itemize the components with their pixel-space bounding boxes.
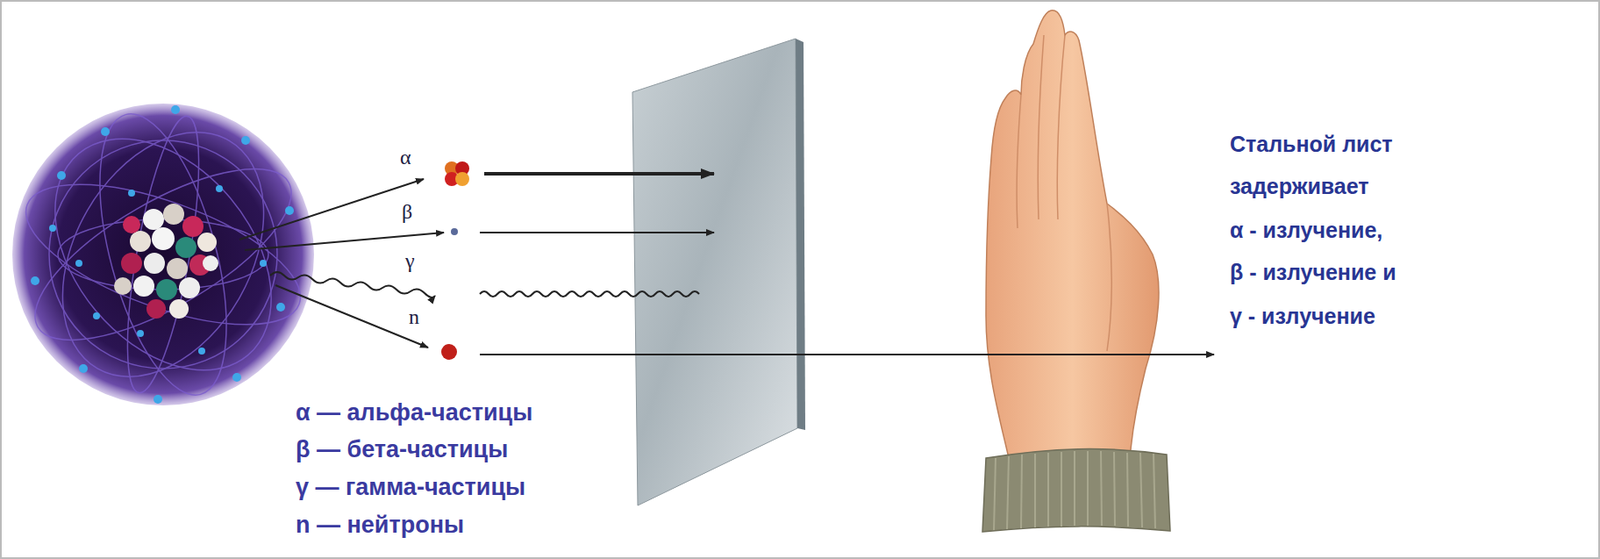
nucleus xyxy=(114,203,219,319)
neutron-ray xyxy=(479,353,1215,356)
legend-text: β — бета-частицы xyxy=(295,435,508,464)
particle-symbol: γ xyxy=(405,249,415,273)
hand xyxy=(985,10,1159,460)
particle-symbol: α xyxy=(400,145,412,170)
legend-text: α — альфа-частицы xyxy=(295,399,533,427)
note-text: задерживает xyxy=(1229,173,1370,200)
note-text: γ - излучение xyxy=(1229,303,1376,329)
rays xyxy=(479,173,715,297)
legend-text: n — нейтроны xyxy=(295,511,465,539)
emission-arrows xyxy=(239,178,444,348)
particle-symbol: β xyxy=(401,200,413,224)
atom xyxy=(8,96,317,413)
beta-particle xyxy=(450,228,458,236)
note-text: Стальной лист xyxy=(1229,131,1393,158)
neutron-particle xyxy=(441,343,458,360)
alpha-particle xyxy=(444,161,470,186)
particle-symbol: n xyxy=(408,305,420,329)
steel-plate xyxy=(632,38,806,506)
note-text: β - излучение и xyxy=(1229,259,1397,286)
sleeve-cuff xyxy=(982,449,1171,532)
legend-text: γ — гамма-частицы xyxy=(295,473,526,501)
note-text: α - излучение, xyxy=(1229,217,1383,243)
